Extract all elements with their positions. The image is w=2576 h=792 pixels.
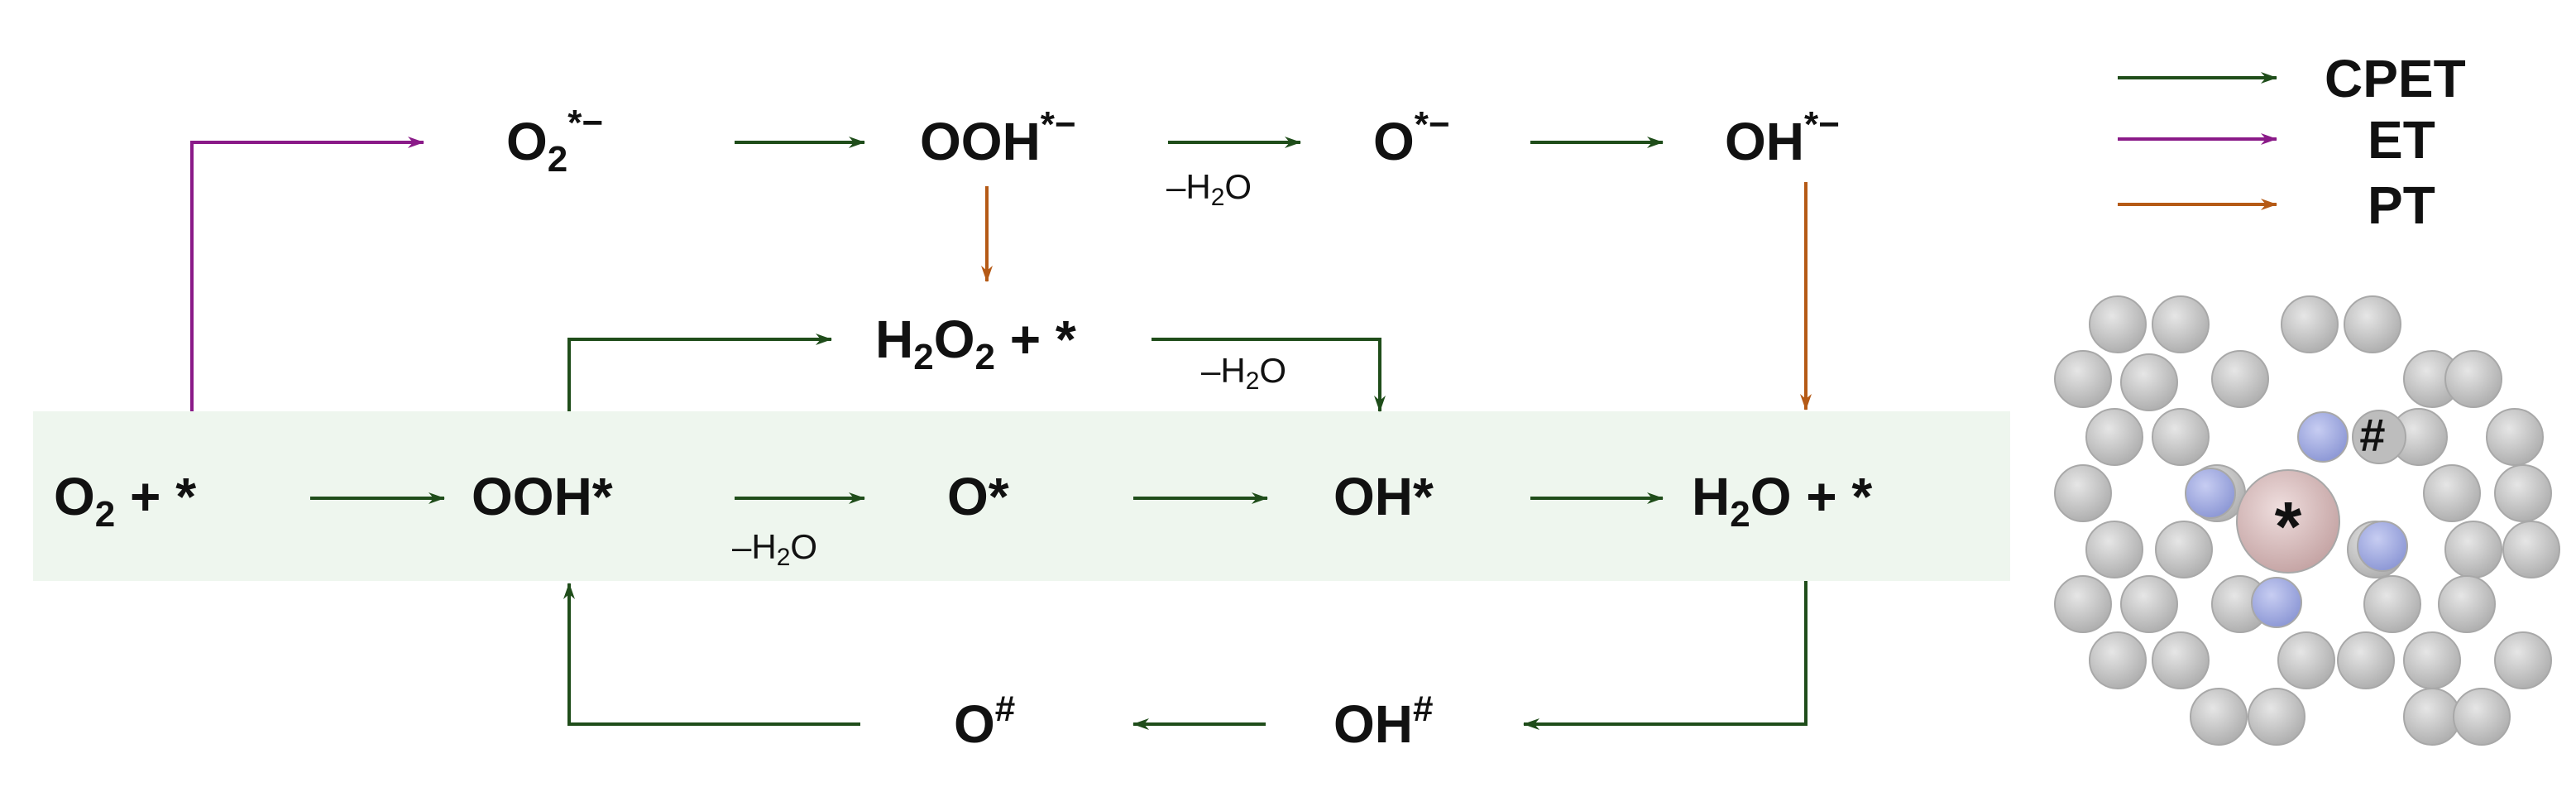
surface-atom [2211,350,2269,408]
legend-et-label: ET [2368,110,2435,170]
species-o2-plus-site: O2 + * [54,467,196,535]
active-site-atom [2236,469,2340,574]
surface-atom [2089,631,2147,689]
minus-h2o-label-main: –H2O [732,527,817,571]
surface-atom [2403,688,2461,746]
surface-atom [2054,464,2112,522]
surface-atom [2502,521,2560,578]
surface-atom [2444,521,2502,578]
surface-atom [2277,631,2335,689]
neighbor-site-symbol: # [2359,409,2385,461]
surface-atom [2155,521,2213,578]
surface-atom [2363,575,2421,633]
surface-atom [2248,688,2305,746]
surface-atom [2152,408,2210,466]
surface-atom [2152,295,2210,353]
active-site-symbol: * [2275,487,2302,565]
species-o-anion: O*− [1373,104,1450,171]
surface-atom [2344,295,2401,353]
main-pathway-band [33,411,2010,581]
legend-cpet-label: CPET [2325,49,2466,108]
dopant-atom [2357,521,2408,572]
surface-atom [2423,464,2481,522]
species-oh-hash: OH# [1333,689,1433,754]
legend: CPET ET PT [2118,49,2466,235]
species-oh-anion: OH*− [1725,104,1840,171]
surface-atom [2438,575,2496,633]
et-arrow-o2-to-o2-superoxide [190,137,424,411]
minus-h2o-label-middle: –H2O [1201,351,1286,395]
surface-atom [2281,295,2339,353]
surface-atom [2444,350,2502,408]
species-oh-adsorbed: OH* [1333,467,1434,526]
catalyst-surface-illustration [2054,295,2560,746]
minus-h2o-label-top: –H2O [1166,167,1252,211]
legend-pt-label: PT [2368,175,2435,235]
species-ooh-anion: OOH*− [920,104,1076,171]
species-o-adsorbed: O* [947,467,1009,526]
surface-atom [2054,350,2112,408]
surface-atom [2120,353,2178,411]
surface-atom [2486,408,2544,466]
surface-atom [2085,408,2143,466]
surface-atom [2337,631,2395,689]
cpet-arrow-ohash-to-ooh [563,583,860,726]
surface-atom [2494,631,2552,689]
surface-atom [2453,688,2511,746]
surface-atom [2120,575,2178,633]
species-ooh-adsorbed: OOH* [472,467,613,526]
surface-atom [2085,521,2143,578]
neighbor-site-atom [2352,410,2406,464]
dopant-atom [2297,411,2349,463]
species-o2-superoxide: O2*− [506,103,603,180]
species-o-hash: O# [954,689,1015,754]
surface-atom [2152,631,2210,689]
surface-atom [2054,575,2112,633]
species-h2o-plus-site: H2O + * [1692,467,1872,535]
surface-atom [2190,688,2248,746]
surface-atom [2403,631,2461,689]
cpet-arrow-h2o2-to-oh [1152,338,1386,412]
dopant-atom [2251,577,2302,628]
dopant-atom [2185,468,2236,519]
cpet-arrow-h2o-to-ohhash [1523,581,1808,730]
cpet-arrow-ooh-to-h2o2 [567,334,832,411]
species-h2o2-plus-site: H2O2 + * [875,310,1076,377]
surface-atom [2089,295,2147,353]
surface-atom [2494,464,2552,522]
